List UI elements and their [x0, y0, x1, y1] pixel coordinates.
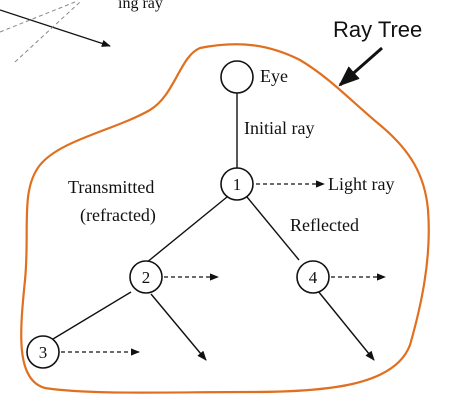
node-2 [129, 260, 163, 294]
ray-4-down-arrow [317, 290, 375, 361]
edge-labels: Eye Initial ray Light ray Transmitted (r… [68, 66, 394, 235]
node-1-label: 1 [233, 175, 242, 194]
initial-ray-label: Initial ray [244, 118, 314, 138]
eye-label: Eye [260, 66, 288, 86]
reflected-label: Reflected [290, 215, 359, 235]
dashed-guide-line-2 [14, 1, 81, 63]
tree-edges [52, 93, 375, 361]
title-pointer-arrow [338, 46, 383, 87]
ray-tree-title: Ray Tree [333, 17, 422, 42]
node-3-label: 3 [39, 343, 48, 362]
node-4 [296, 260, 330, 294]
incoming-ray-arrow [0, 9, 111, 47]
node-2-label: 2 [142, 268, 151, 287]
light-rays [61, 180, 386, 356]
edge-1-2 [145, 196, 228, 264]
node-1 [220, 167, 254, 201]
background-sketch: ing ray [0, 0, 163, 63]
node-3 [26, 335, 60, 369]
refracted-label: (refracted) [80, 205, 156, 226]
eye-node [220, 60, 254, 94]
tree-nodes: 1 2 4 3 [26, 60, 330, 369]
transmitted-label: Transmitted [68, 177, 154, 197]
edge-1-4 [246, 196, 300, 261]
tree-outline-blob [20, 43, 430, 394]
edge-2-3 [52, 291, 132, 340]
top-fragment-text: ing ray [118, 0, 163, 12]
ray-2-down-arrow [150, 293, 207, 361]
node-4-label: 4 [309, 268, 318, 287]
light-ray-label: Light ray [328, 174, 394, 194]
